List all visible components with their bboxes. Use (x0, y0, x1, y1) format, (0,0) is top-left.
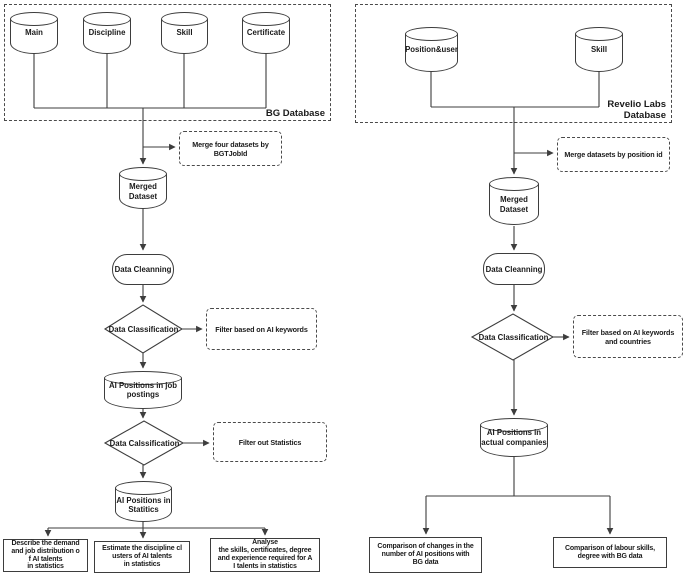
merge-note-right-text: Merge datasets by position id (564, 150, 663, 159)
cylinder-top-ellipse (489, 177, 539, 191)
data-cleaning-right-label: Data Cleanning (485, 264, 543, 274)
classification-left-1-label: Data Classification (108, 324, 179, 334)
cylinder-ai-positions-statistics: AI Positions in Statitics (115, 481, 172, 522)
data-cleaning-right: Data Cleanning (483, 253, 545, 285)
cylinder-position-user: Position&user (405, 27, 458, 72)
cylinder-top-ellipse (242, 12, 290, 26)
ai-positions-companies-label: AI Positions in actual companies (481, 428, 547, 447)
merge-note-left: Merge four datasets by BGTJobId (179, 131, 282, 166)
cylinder-top-ellipse (161, 12, 208, 26)
cylinder-skill-bg-label: Skill (176, 28, 193, 38)
cylinder-ai-positions-companies: AI Positions in actual companies (480, 418, 548, 457)
cylinder-certificate-label: Certificate (246, 28, 286, 38)
cylinder-main-label: Main (25, 28, 43, 38)
merge-note-left-text: Merge four datasets by BGTJobId (192, 139, 269, 158)
cylinder-merged-dataset-left: Merged Dataset (119, 167, 167, 209)
outcome-comparison-positions-text: Comparison of changes in the number of A… (377, 543, 474, 566)
cylinder-skill-bg: Skill (161, 12, 208, 54)
merged-dataset-right-label: Merged Dataset (499, 195, 529, 214)
classification-left-2-label: Data Calssification (109, 438, 180, 448)
cylinder-skill-revelio-label: Skill (590, 44, 608, 54)
outcome-analyse-skills-text: Analyse the skills, certificates, degree… (217, 539, 313, 570)
diamond-classification-left-1 (103, 304, 184, 354)
outcome-comparison-skills: Comparison of labour skills, degree with… (553, 537, 667, 568)
data-cleaning-left: Data Cleanning (112, 254, 174, 285)
cylinder-certificate: Certificate (242, 12, 290, 54)
cylinder-top-ellipse (575, 27, 623, 41)
cylinder-main: Main (10, 12, 58, 54)
revelio-database-label: Revelio Labs Database (607, 99, 666, 121)
cylinder-top-ellipse (83, 12, 131, 26)
cylinder-top-ellipse (10, 12, 58, 26)
filter-note-left-2: Filter out Statistics (213, 422, 327, 462)
cylinder-discipline: Discipline (83, 12, 131, 54)
cylinder-top-ellipse (115, 481, 172, 495)
cylinder-skill-revelio: Skill (575, 27, 623, 72)
outcome-estimate-clusters: Estimate the discipline cl usters of AI … (94, 541, 190, 573)
cylinder-position-user-label: Position&user (405, 44, 458, 54)
filter-note-left-2-text: Filter out Statistics (238, 437, 302, 447)
diamond-classification-left-2 (103, 420, 185, 466)
filter-note-right: Filter based on AI keywords and countrie… (573, 315, 683, 358)
cylinder-top-ellipse (119, 167, 167, 181)
merge-note-right: Merge datasets by position id (557, 137, 670, 172)
cylinder-shape (10, 19, 58, 54)
cylinder-ai-positions-postings: AI Positions in job postings (104, 371, 182, 409)
classification-right-label: Data Classification (478, 332, 549, 342)
cylinder-top-ellipse (480, 418, 548, 432)
filter-note-left-1: Filter based on AI keywords (206, 308, 317, 350)
cylinder-top-ellipse (104, 371, 182, 385)
cylinder-top-ellipse (405, 27, 458, 41)
merged-dataset-left-label: Merged Dataset (128, 182, 158, 201)
outcome-analyse-skills: Analyse the skills, certificates, degree… (210, 538, 320, 572)
revelio-database-group: Revelio Labs Database (355, 4, 672, 123)
cylinder-merged-dataset-right: Merged Dataset (489, 177, 539, 225)
ai-positions-statistics-label: AI Positions in Statitics (116, 495, 171, 514)
filter-note-left-1-text: Filter based on AI keywords (215, 324, 308, 334)
outcome-comparison-positions: Comparison of changes in the number of A… (369, 537, 482, 573)
filter-note-right-text: Filter based on AI keywords and countrie… (581, 327, 675, 346)
diamond-classification-right (470, 313, 555, 361)
bg-database-group: BG Database (4, 4, 331, 121)
outcome-estimate-clusters-text: Estimate the discipline cl usters of AI … (102, 545, 182, 568)
outcome-comparison-skills-text: Comparison of labour skills, degree with… (565, 544, 655, 560)
ai-positions-postings-label: AI Positions in job postings (108, 380, 177, 399)
cylinder-discipline-label: Discipline (88, 28, 126, 38)
outcome-describe-demand: Describe the demand and job distribution… (3, 539, 88, 572)
outcome-describe-demand-text: Describe the demand and job distribution… (11, 539, 80, 571)
data-cleaning-left-label: Data Cleanning (114, 265, 172, 274)
bg-database-label: BG Database (265, 107, 325, 119)
